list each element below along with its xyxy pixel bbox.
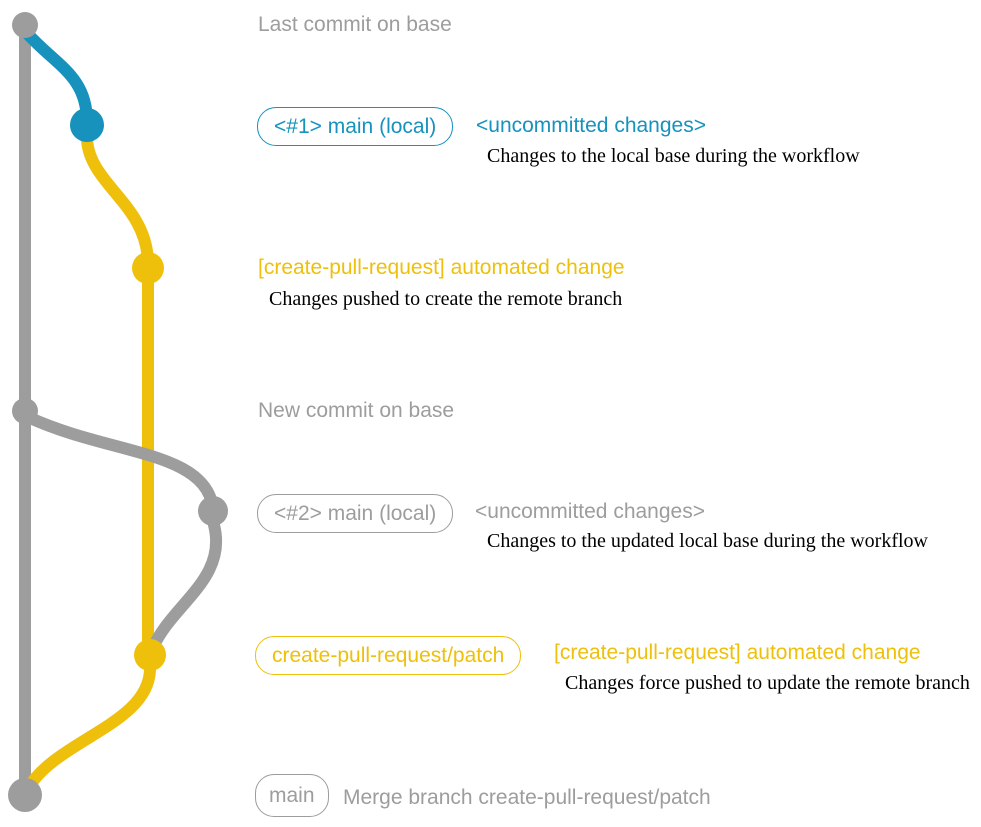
uncommitted-changes-label-2: <uncommitted changes> — [475, 500, 705, 523]
branch-tag-main: main — [255, 774, 329, 818]
last-commit-label: Last commit on base — [258, 13, 452, 36]
branch-tag-main-local-1: <#1> main (local) — [257, 107, 454, 147]
commit-dot-last-base — [12, 12, 38, 38]
commit-dot-merge — [8, 778, 42, 812]
local-branch-curve — [20, 26, 93, 128]
automated-change-label-2: [create-pull-request] automated change — [554, 641, 921, 664]
automated-change-desc-2: Changes force pushed to update the remot… — [565, 672, 970, 694]
uncommitted-changes-desc-2: Changes to the updated local base during… — [487, 530, 928, 552]
new-commit-label: New commit on base — [258, 399, 455, 422]
patch-merge-curve — [21, 664, 156, 796]
base-update-curve — [22, 411, 219, 514]
merge-commit-label: Merge branch create-pull-request/patch — [343, 786, 711, 809]
uncommitted-changes-label-1: <uncommitted changes> — [476, 114, 706, 137]
commit-dot-local-2 — [198, 496, 228, 526]
patch-create-curve — [81, 134, 154, 270]
uncommitted-changes-desc-1: Changes to the local base during the wor… — [487, 145, 860, 167]
branch-tag-patch: create-pull-request/patch — [255, 636, 522, 676]
local-rebase-curve — [146, 519, 223, 656]
commit-dot-local-1 — [70, 108, 104, 142]
automated-change-label-1: [create-pull-request] automated change — [258, 256, 625, 279]
commit-dot-remote-1 — [132, 252, 164, 284]
automated-change-desc-1: Changes pushed to create the remote bran… — [269, 288, 623, 310]
commit-dot-new-base — [12, 398, 38, 424]
branch-tag-main-local-2: <#2> main (local) — [257, 494, 454, 534]
commit-dot-patch — [134, 639, 166, 671]
